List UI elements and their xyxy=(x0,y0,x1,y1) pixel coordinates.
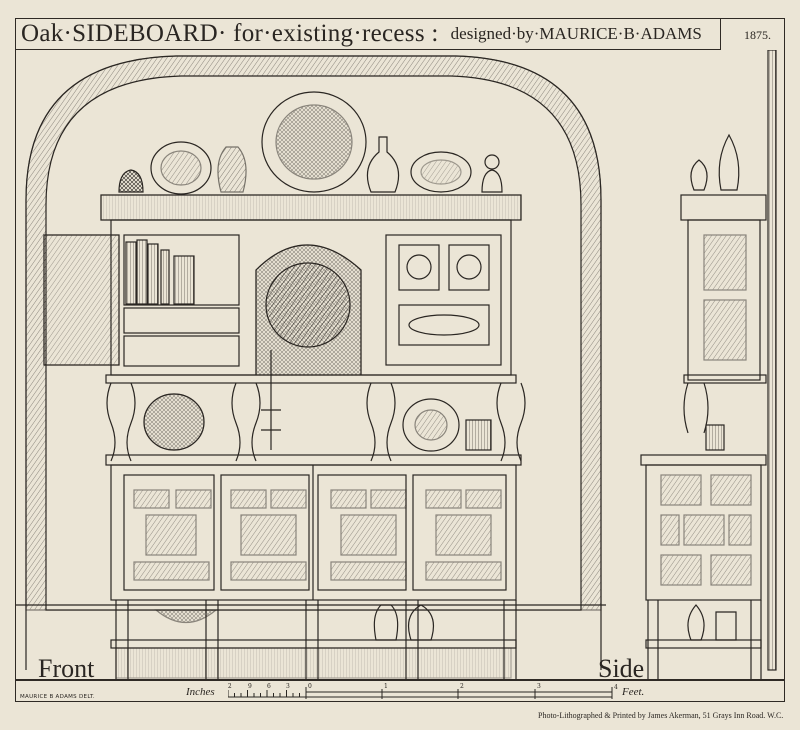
printer-credit: Photo-Lithographed & Printed by James Ak… xyxy=(538,711,784,720)
books xyxy=(125,239,195,305)
title-band: Oak·SIDEBOARD· for·existing·recess : des… xyxy=(15,18,721,50)
open-shelf xyxy=(105,350,526,466)
scale-tick-label: 9 xyxy=(248,683,252,690)
scale-tick-label: 2 xyxy=(460,683,464,690)
open-door-left xyxy=(43,234,120,366)
plate-title: Oak·SIDEBOARD· for·existing·recess : xyxy=(21,19,439,47)
scale-bar: 12 9 6 3 0 1 2 3 4 xyxy=(228,683,618,699)
plate-year: 1875. xyxy=(744,28,771,42)
sideboard-drawing xyxy=(16,50,777,680)
scale-tick-label: 12 xyxy=(228,683,232,690)
scale-tick-label: 6 xyxy=(267,683,271,690)
plate-border xyxy=(15,18,785,702)
cornice xyxy=(100,194,522,221)
front-view-label: Front xyxy=(38,654,95,683)
top-ornaments xyxy=(118,91,503,195)
side-wall-strip xyxy=(767,50,777,671)
delineator-credit: MAURICE B ADAMS DELT. xyxy=(20,694,95,700)
scale-tick-label: 0 xyxy=(308,683,312,690)
footer-rule xyxy=(15,679,785,681)
upper-cabinet xyxy=(43,219,512,376)
scale-tick-label: 3 xyxy=(286,683,290,690)
side-elevation xyxy=(640,133,767,680)
scale-tick-label: 4 xyxy=(614,684,618,691)
scale-tick-label: 1 xyxy=(384,683,388,690)
legs xyxy=(110,600,517,680)
scale-tick-label: 3 xyxy=(537,683,541,690)
designer-credit: designed·by·MAURICE·B·ADAMS xyxy=(450,23,702,43)
side-view-label: Side xyxy=(598,654,645,683)
scale-inches-label: Inches xyxy=(186,686,215,698)
lower-cabinet xyxy=(110,464,517,601)
scale-feet-label: Feet. xyxy=(622,686,645,698)
